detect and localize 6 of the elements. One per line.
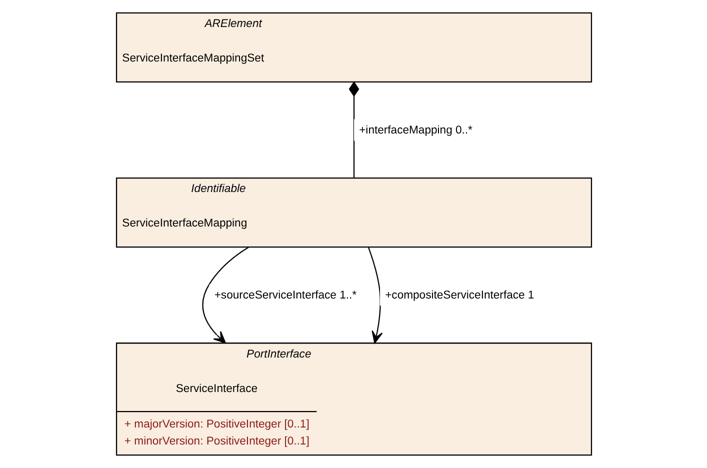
edge-label: +compositeServiceInterface 1 [384, 289, 534, 302]
arrow [202, 246, 248, 344]
edge-label: +sourceServiceInterface 1..* [214, 289, 356, 302]
arrow [367, 246, 382, 344]
edge-label: +interfaceMapping 0..* [358, 124, 472, 136]
connector [348, 81, 359, 178]
